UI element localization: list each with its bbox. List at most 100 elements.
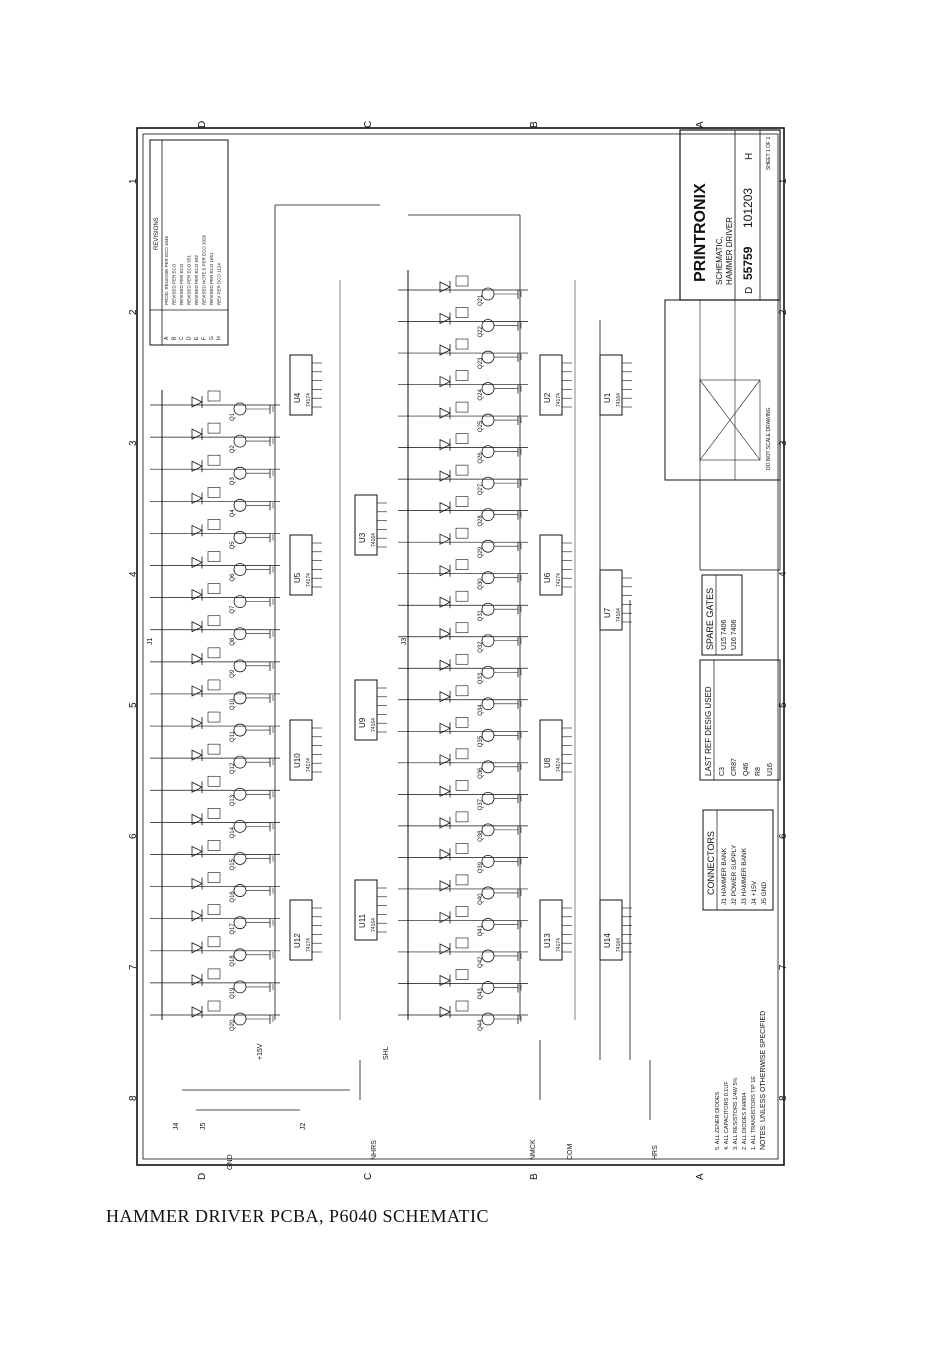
ic-part: 74164 (371, 918, 377, 932)
revision-text: REV PER DCO 1124 (217, 263, 222, 305)
transistor-label: Q34 (478, 704, 484, 716)
ic-part: 74164 (616, 608, 622, 622)
transistor-label: Q31 (478, 609, 484, 621)
diode-symbol (439, 1006, 451, 1018)
ic-ref: U12 (293, 933, 302, 948)
diode-symbol (439, 312, 451, 325)
table-row: C3 (719, 767, 726, 776)
hammer-driver-cell: Q42 (398, 937, 528, 968)
zone-marker: B (529, 1173, 540, 1180)
revision-letter: H (744, 153, 755, 160)
transistor-label: Q9 (230, 669, 236, 678)
table-row: J5 GND (761, 882, 768, 905)
com-label: COM (567, 1144, 574, 1161)
transistor-label: Q39 (478, 861, 484, 873)
transistor-label: Q13 (230, 794, 236, 806)
diode-symbol (191, 428, 203, 440)
transistor-label: Q37 (478, 798, 484, 810)
table-row: U16 7406 (731, 620, 738, 650)
transistor-label: Q5 (230, 541, 236, 550)
ic-part: 74164 (371, 533, 377, 547)
table-row: J1 HAMMER BANK (721, 847, 728, 905)
hammer-driver-cell: Q10 (150, 679, 280, 710)
revision-letter: A (164, 336, 170, 340)
diode-symbol (191, 524, 203, 537)
transistor-label: Q25 (478, 420, 484, 432)
revisions-header: REVISIONS (154, 217, 160, 250)
diode-symbol (191, 974, 203, 986)
diode-symbol (439, 691, 451, 703)
zone-marker: A (695, 1173, 706, 1180)
ic-ref: U7 (603, 607, 612, 618)
hammer-driver-cell: Q5 (150, 519, 280, 549)
diode-symbol (439, 943, 451, 955)
drawing-border (136, 127, 785, 1166)
hammer-driver-cell: Q18 (150, 936, 280, 967)
diode-symbol (439, 533, 451, 545)
hammer-driver-cell: Q37 (398, 780, 528, 810)
transistor-label: Q26 (478, 452, 484, 464)
zone-marker: 5 (778, 702, 789, 708)
diode-symbol (191, 492, 203, 504)
diode-symbol (439, 722, 451, 734)
ic-ref: U6 (543, 572, 552, 583)
transistor-label: Q3 (230, 477, 236, 486)
diode-symbol (191, 588, 203, 601)
shl-label: SHL (383, 1046, 390, 1060)
diode-symbol (191, 781, 203, 793)
transistor-label: Q6 (230, 573, 236, 582)
drawing-inner-border (142, 133, 779, 1160)
zone-marker: 3 (128, 440, 139, 446)
hammer-driver-cell: Q28 (398, 496, 528, 527)
revision-text: REVISED PER ECO 551 (187, 254, 192, 305)
transistor-label: Q10 (230, 698, 236, 710)
ic-ref: U1 (603, 392, 612, 403)
part-number: 101203 (741, 188, 755, 228)
transistor-label: Q35 (478, 735, 484, 747)
hammer-driver-cell: Q31 (398, 590, 528, 621)
revision-text: REVISED NOTE 5 PER ECO 1026 (202, 234, 207, 305)
table-row: U15 7406 (721, 620, 728, 650)
hammer-driver-cell: Q15 (150, 840, 280, 870)
hammer-driver-bank-bottom: Q21Q22Q23Q24Q25Q26Q27Q28Q29Q30Q31Q32Q33Q… (398, 275, 528, 1031)
zone-marker: 1 (128, 178, 139, 184)
diode-symbol (439, 344, 451, 356)
transistor-label: Q29 (478, 546, 484, 558)
j3-label: J3 (401, 638, 408, 646)
diode-symbol (191, 845, 203, 858)
revision-text: REVISED PER ECO (179, 263, 184, 305)
hammer-driver-cell: Q39 (398, 843, 528, 873)
zone-marker: C (363, 1173, 374, 1180)
diode-symbol (439, 281, 451, 293)
table-row: J2 POWER SUPPLY (731, 844, 738, 905)
company-name: PRINTRONIX (692, 183, 709, 282)
diode-symbol (439, 880, 451, 892)
ic-part: 74164 (616, 938, 622, 952)
table-row: Q46 (743, 763, 750, 776)
zone-marker: 6 (128, 833, 139, 839)
hammer-driver-cell: Q1 (150, 390, 280, 421)
hammer-driver-cell: Q41 (398, 906, 528, 936)
ic-ref: U10 (293, 753, 302, 768)
diode-symbol (191, 910, 203, 922)
transistor-label: Q16 (230, 891, 236, 903)
ic-part: 74174 (556, 393, 562, 407)
j4-label: J4 (173, 1123, 180, 1131)
ic-part: 74164 (371, 718, 377, 732)
hammer-driver-cell: Q11 (150, 711, 280, 742)
revision-text: REVISED PER ECO 1651 (209, 252, 214, 305)
diode-symbol (191, 396, 203, 408)
revision-letter: H (217, 336, 223, 340)
